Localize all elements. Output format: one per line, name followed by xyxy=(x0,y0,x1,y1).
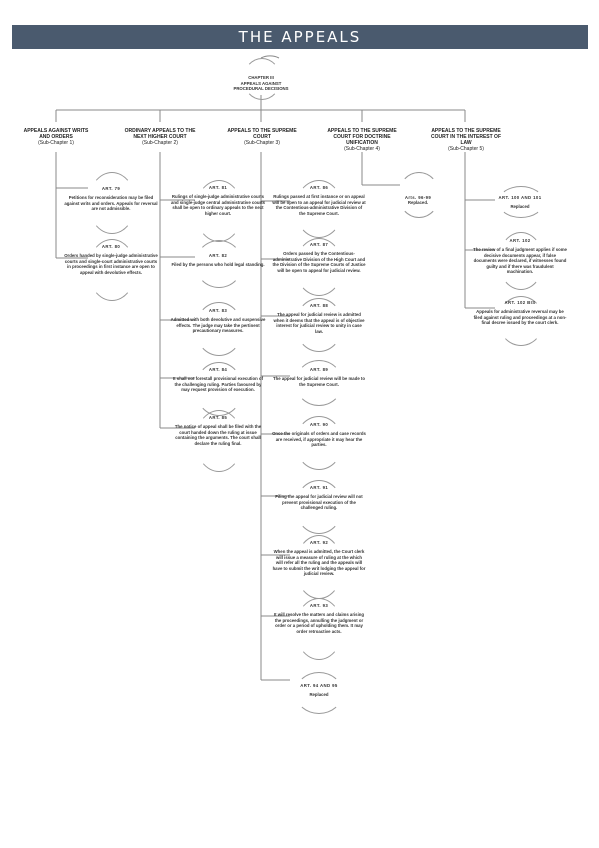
arc xyxy=(88,172,136,234)
root-arc xyxy=(243,58,281,100)
column-5-title: APPEALS TO THE SUPREME COURT IN THE INTE… xyxy=(431,128,501,146)
article-text: The appeal for judicial review will be m… xyxy=(273,376,365,387)
article-title: ART. 89 xyxy=(309,367,329,372)
article-text: Appeals for administrative reversal may … xyxy=(473,309,567,326)
article-text: The appeal for judicial review is admitt… xyxy=(273,312,365,334)
article-node: ART. 88 The appeal for judicial review i… xyxy=(272,303,366,334)
arc xyxy=(295,672,343,714)
article-title: ART. 90 xyxy=(309,422,329,427)
column-1-sub: (Sub-Chapter 1) xyxy=(38,140,74,146)
article-node: ART. 102 The review of a final judgment … xyxy=(473,238,567,274)
article-title: Arts. 96-99 xyxy=(404,195,432,200)
column-4-sub: (Sub-Chapter 4) xyxy=(344,146,380,152)
article-text: Rulings of single-judge administrative c… xyxy=(170,194,266,216)
article-title: ART. 93 xyxy=(309,603,329,608)
article-title: ART. 85 xyxy=(208,415,228,420)
article-title: ART. 88 xyxy=(309,303,329,308)
article-text: Replaced. xyxy=(407,200,429,206)
arc xyxy=(295,238,343,296)
arc xyxy=(398,172,440,218)
article-node: ART. 89 The appeal for judicial review w… xyxy=(272,367,366,387)
article-title: ART. 102 xyxy=(509,238,531,243)
article-title: ART. 92 xyxy=(309,540,329,545)
article-text: Filing the appeal for judicial review wi… xyxy=(275,494,363,511)
article-node: ART. 93 It will resolve the matters and … xyxy=(272,603,366,634)
column-header-3: APPEALS TO THE SUPREME COURT (Sub-Chapte… xyxy=(215,128,309,146)
article-title: ART. 83 xyxy=(208,308,228,313)
article-node: ART. 79 Petitions for reconsideration ma… xyxy=(64,186,158,212)
article-node: ART. 81 Rulings of single-judge administ… xyxy=(170,185,266,216)
article-text: It will resolve the matters and claims a… xyxy=(273,612,365,634)
article-title: ART. 102 BIS xyxy=(504,300,536,305)
column-2-sub: (Sub-Chapter 2) xyxy=(142,140,178,146)
article-text: Orders passed by the Contentious-adminis… xyxy=(272,251,366,273)
arc xyxy=(498,232,544,290)
column-4-title: APPEALS TO THE SUPREME COURT FOR DOCTRIN… xyxy=(327,128,397,146)
column-header-4: APPEALS TO THE SUPREME COURT FOR DOCTRIN… xyxy=(314,128,410,152)
article-title: ART. 94 AND 95 xyxy=(300,683,338,688)
arc xyxy=(295,416,343,470)
column-header-2: ORDINARY APPEALS TO THE NEXT HIGHER COUR… xyxy=(112,128,208,146)
column-3-title: APPEALS TO THE SUPREME COURT xyxy=(227,128,297,140)
article-text: Orders handed by single-judge administra… xyxy=(64,253,158,275)
column-header-5: APPEALS TO THE SUPREME COURT IN THE INTE… xyxy=(418,128,514,152)
article-text: Replaced xyxy=(510,204,530,210)
article-node: ART. 84 It shall not forestall provision… xyxy=(170,367,266,393)
arc xyxy=(498,296,544,346)
column-2-title: ORDINARY APPEALS TO THE NEXT HIGHER COUR… xyxy=(124,128,196,140)
arc xyxy=(88,239,136,301)
article-node: ART. 91 Filing the appeal for judicial r… xyxy=(272,485,366,511)
article-title: ART. 86 xyxy=(309,185,329,190)
root-node: CHAPTER III APPEALS AGAINST PROCEDURAL D… xyxy=(215,70,307,92)
article-node: ART. 80 Orders handed by single-judge ad… xyxy=(64,244,158,275)
article-title: ART. 81 xyxy=(208,185,228,190)
arc xyxy=(195,410,243,472)
article-title: ART. 91 xyxy=(309,485,329,490)
article-node: ART. 82 Filed by the persons who hold le… xyxy=(170,253,266,268)
article-node: ART. 94 AND 95 Replaced xyxy=(272,683,366,698)
arc xyxy=(195,302,243,356)
article-node: Arts. 96-99 Replaced. xyxy=(380,195,456,206)
article-title: ART. 100 AND 101 xyxy=(498,195,542,200)
arc xyxy=(295,480,343,534)
arc xyxy=(295,180,343,238)
article-node: ART. 100 AND 101 Replaced xyxy=(475,195,565,210)
column-3-sub: (Sub-Chapter 3) xyxy=(244,140,280,146)
article-node: ART. 102 BIS Appeals for administrative … xyxy=(473,300,567,326)
article-text: Petitions for reconsideration may be fil… xyxy=(64,195,158,212)
article-text: When the appeal is admitted, the Court c… xyxy=(272,549,366,577)
article-text: Once the originals of orders and case re… xyxy=(272,431,366,448)
arc xyxy=(295,598,343,660)
article-title: ART. 79 xyxy=(101,186,121,191)
article-node: ART. 86 Rulings passed at first instance… xyxy=(272,185,366,216)
article-node: ART. 92 When the appeal is admitted, the… xyxy=(272,540,366,576)
article-node: ART. 90 Once the originals of orders and… xyxy=(272,422,366,448)
article-text: Filed by the persons who hold legal stan… xyxy=(171,262,265,268)
page-title: THE APPEALS xyxy=(12,25,588,49)
column-1-title: APPEALS AGAINST WRITS AND ORDERS xyxy=(23,128,89,140)
article-title: ART. 84 xyxy=(208,367,228,372)
article-text: The review of a final judgment applies i… xyxy=(473,247,567,275)
arc xyxy=(195,240,243,288)
article-text: Rulings passed at first instance or on a… xyxy=(272,194,366,216)
article-node: ART. 83 Admitted with both devolutive an… xyxy=(170,308,266,334)
article-title: ART. 82 xyxy=(208,253,228,258)
article-text: It shall not forestall provisional execu… xyxy=(172,376,263,393)
article-node: ART. 87 Orders passed by the Contentious… xyxy=(272,242,366,273)
article-node: ART. 85 The notice of appeal shall be fi… xyxy=(170,415,266,446)
column-header-1: APPEALS AGAINST WRITS AND ORDERS (Sub-Ch… xyxy=(12,128,100,146)
article-text: The notice of appeal shall be filed with… xyxy=(174,424,262,446)
article-text: Replaced xyxy=(309,692,329,698)
article-title: ART. 80 xyxy=(101,244,121,249)
article-text: Admitted with both devolutive and suspen… xyxy=(170,317,266,334)
column-5-sub: (Sub-Chapter 5) xyxy=(448,146,484,152)
article-title: ART. 87 xyxy=(309,242,329,247)
arc xyxy=(498,186,544,218)
arc xyxy=(295,360,343,406)
root-title: CHAPTER III APPEALS AGAINST PROCEDURAL D… xyxy=(233,75,289,92)
arc xyxy=(295,298,343,352)
